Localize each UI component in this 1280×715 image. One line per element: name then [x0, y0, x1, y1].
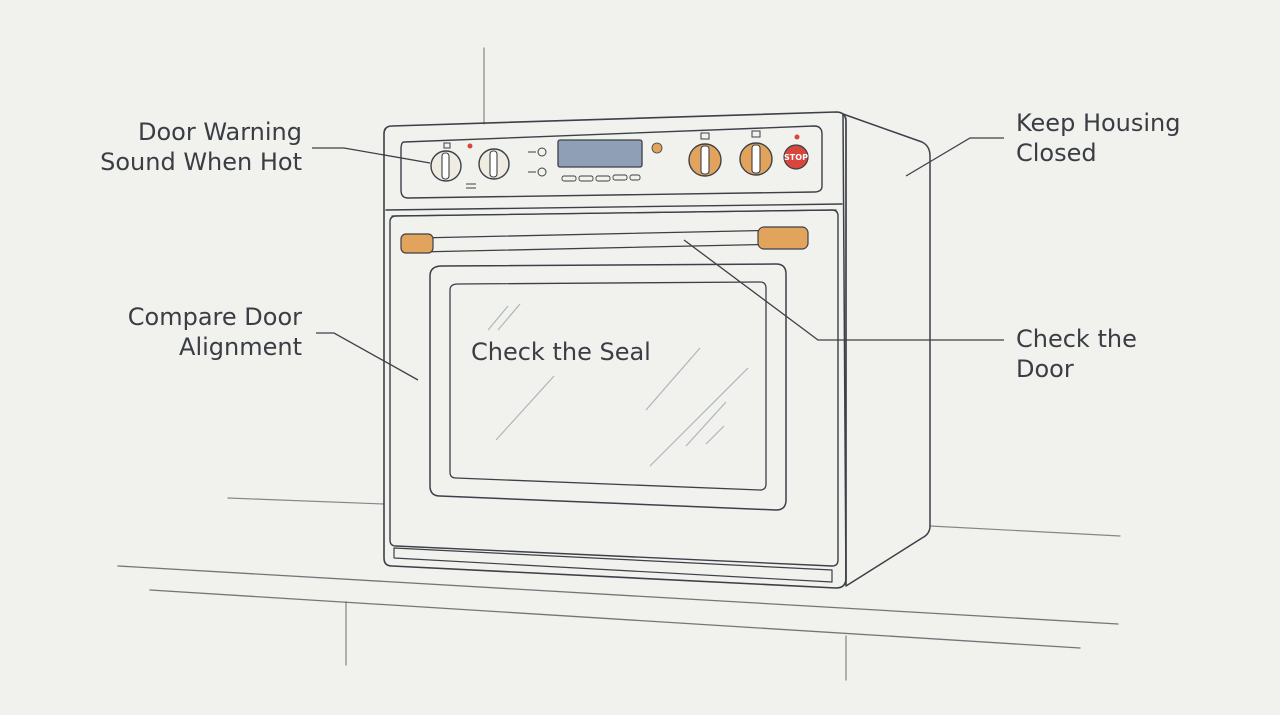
control-display: [557, 139, 643, 168]
door-seal: [429, 263, 787, 511]
callout-check-seal: Check the Seal: [471, 337, 651, 367]
callout-door-warning: Door Warning Sound When Hot: [80, 117, 302, 177]
oven-side-panel: [842, 113, 931, 587]
callout-compare-door: Compare Door Alignment: [80, 302, 302, 362]
leader-check-door: [683, 239, 1004, 341]
svg-text:STOP: STOP: [784, 153, 808, 162]
callout-compare-door-line1: Compare Door: [127, 303, 302, 331]
callout-door-warning-line1: Door Warning: [137, 118, 302, 146]
oven-door: [389, 209, 839, 567]
callout-check-door: Check the Door: [1016, 324, 1137, 384]
callout-check-door-line1: Check the: [1016, 325, 1137, 353]
small-buttons: [528, 147, 547, 177]
callout-compare-door-line2: Alignment: [179, 333, 302, 361]
leader-keep-housing: [905, 137, 1004, 177]
callout-keep-housing-line2: Closed: [1016, 139, 1097, 167]
callout-keep-housing-line1: Keep Housing: [1016, 109, 1181, 137]
control-panel: [400, 125, 823, 199]
leader-lines: [312, 137, 1004, 381]
control-knobs-left: [430, 142, 510, 189]
glass-reflections: [487, 303, 749, 467]
stop-button: STOP: [783, 144, 809, 170]
leader-compare-door: [316, 332, 419, 381]
display-buttons: [561, 174, 641, 182]
oven-front-body: [383, 111, 847, 589]
door-window-glass: [449, 281, 767, 491]
leader-door-warning: [312, 147, 431, 164]
door-handle: [400, 226, 809, 254]
callout-door-warning-line2: Sound When Hot: [100, 148, 302, 176]
control-knobs-right: [688, 130, 800, 177]
callout-keep-housing: Keep Housing Closed: [1016, 108, 1181, 168]
background-lines: [117, 47, 1121, 681]
bottom-vent: [393, 547, 833, 583]
callout-check-seal-text: Check the Seal: [471, 338, 651, 366]
callout-check-door-line2: Door: [1016, 355, 1074, 383]
